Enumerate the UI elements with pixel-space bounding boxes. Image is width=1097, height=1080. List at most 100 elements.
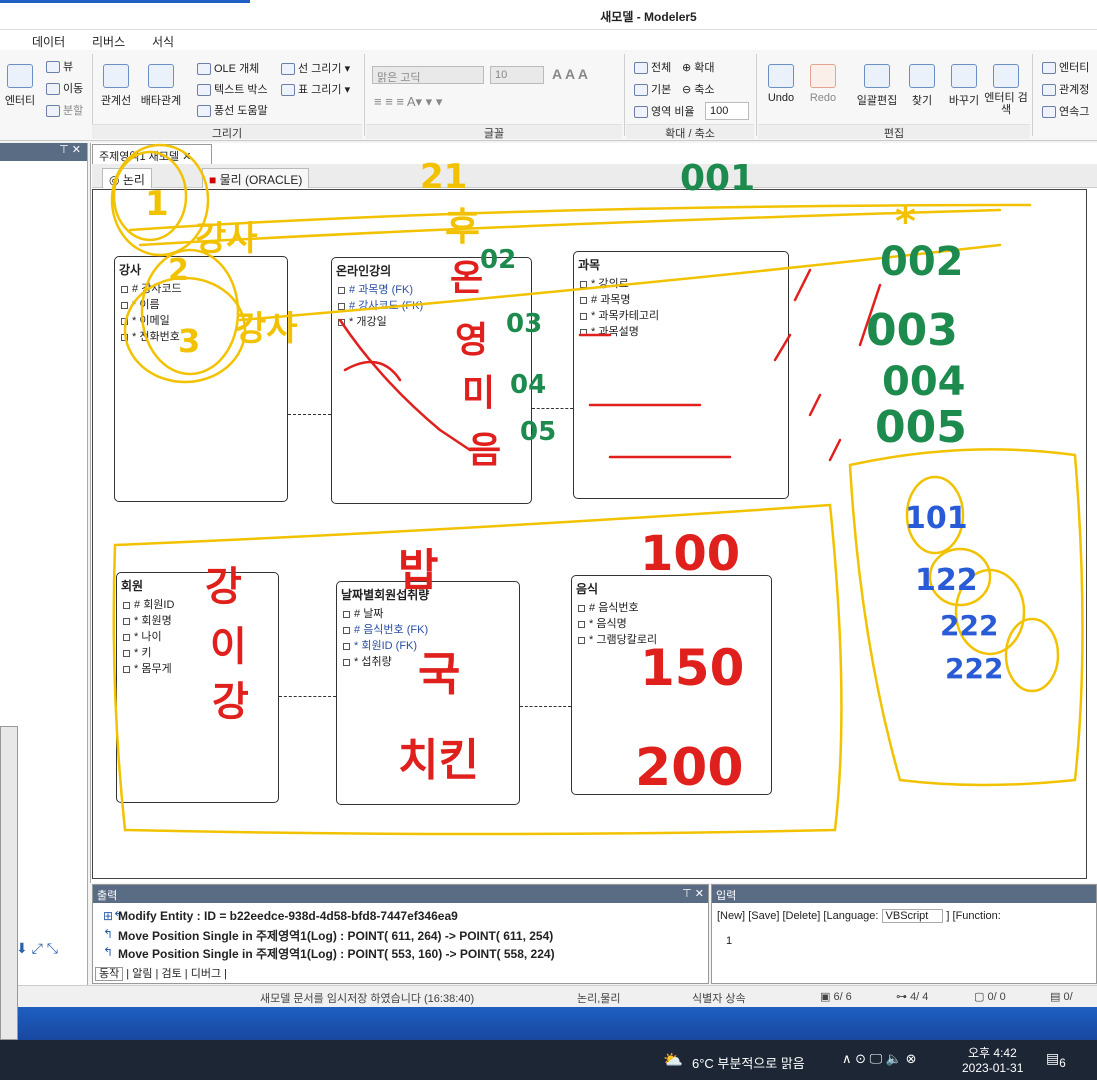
background-window[interactable] [0,726,18,1040]
output-tabs: 동작 | 알림 | 검토 | 디버그 | [95,965,227,981]
attribute[interactable]: # 음식번호 (FK) [343,622,428,638]
attribute[interactable]: * 이름 [121,297,182,313]
entity-daily-intake[interactable]: 날짜별회원섭취량 # 날짜 # 음식번호 (FK) * 회원ID (FK) * … [336,581,520,805]
attribute[interactable]: * 음식명 [578,616,657,632]
language-label: [Language: [823,910,879,922]
entity-search-button[interactable]: 엔터티 검색 [984,64,1028,116]
new-button[interactable]: [New] [717,910,746,922]
menu-data[interactable]: 데이터 [32,35,66,49]
zoom-all-button[interactable]: 전체 [634,59,671,75]
entity-member[interactable]: 회원 # 회원ID * 회원명 * 나이 * 키 * 몸무게 [116,572,279,803]
view-button[interactable]: 뷰 [46,58,73,74]
close-icon[interactable]: ✕ [71,144,81,156]
relationship-line[interactable] [520,706,571,707]
zoom-out-button[interactable]: ⊖ 축소 [682,84,715,96]
zoom-ratio-combo[interactable]: 100 [705,102,749,120]
attribute[interactable]: * 회원ID (FK) [343,638,428,654]
undo-button[interactable]: Undo [759,64,803,104]
zoom-ratio-label: 비율 [674,106,695,118]
attribute[interactable]: * 개강일 [338,314,423,330]
zoom-in-button[interactable]: ⊕ 확대 [682,62,715,74]
attribute[interactable]: * 과목설명 [580,324,659,340]
right-relation-button[interactable]: 관계정 [1042,81,1089,97]
attribute[interactable]: # 강사코드 [121,281,182,297]
balloon-icon [197,105,211,118]
tab-debug[interactable]: 디버그 [190,968,222,980]
attribute[interactable]: * 강의료 [580,276,659,292]
attribute[interactable]: * 섭취량 [343,654,428,670]
entity-subject[interactable]: 과목 * 강의료 # 과목명 * 과목카테고리 * 과목설명 [573,251,789,499]
document-tab[interactable]: 주제영역1 새모델 ✕ [92,144,212,164]
tab-alerts[interactable]: 알림 [132,968,153,980]
right-continuous-button[interactable]: 연속그 [1042,103,1089,119]
balloon-button[interactable]: 풍선 도움말 [197,102,268,118]
weather-icon[interactable]: ⛅ [663,1052,683,1069]
entity-button[interactable]: 엔터티 [0,64,42,108]
draw-line-button[interactable]: 선 그리기 ▾ [281,60,350,76]
attribute[interactable]: * 전화번호 [121,329,182,345]
entity-food[interactable]: 음식 # 음식번호 * 음식명 * 그램당칼로리 [571,575,772,795]
move-button[interactable]: 이동 [46,80,83,96]
language-select[interactable]: VBScript [881,909,944,923]
textbox-button[interactable]: 텍스트 박스 [197,81,268,97]
font-size-combo[interactable]: 10 [490,66,544,84]
relationship-line[interactable] [288,414,331,415]
find-button[interactable]: 찾기 [900,64,944,108]
right-entity-button[interactable]: 엔터티 [1042,59,1089,75]
log-line[interactable]: Modify Entity : ID = b22eedce-938d-4d58-… [118,909,458,923]
zoom-area-button[interactable]: 영역 비율 [634,103,695,119]
attribute[interactable]: * 그램당칼로리 [578,632,657,648]
entity-instructor[interactable]: 강사 # 강사코드 * 이름 * 이메일 * 전화번호 [114,256,288,502]
diagram-canvas[interactable]: 강사 # 강사코드 * 이름 * 이메일 * 전화번호 온라인강의 # 과목명 … [92,189,1087,879]
save-button[interactable]: [Save] [748,910,780,922]
font-name-combo[interactable]: 맑은 고딕 [372,66,484,84]
tab-actions[interactable]: 동작 [95,967,124,981]
attribute[interactable]: * 키 [123,645,174,661]
group-zoom: 확대 / 축소 [626,124,754,140]
log-line[interactable]: Move Position Single in 주제영역1(Log) : POI… [118,929,554,943]
tray-icons[interactable]: ∧ ⊙ 🖵 🔈 ⊗ [842,1051,917,1066]
menu-format[interactable]: 서식 [152,35,175,49]
attribute[interactable]: * 과목카테고리 [580,308,659,324]
replace-button[interactable]: 바꾸기 [942,64,986,108]
attribute[interactable]: # 음식번호 [578,600,657,616]
attribute[interactable]: # 과목명 (FK) [338,282,423,298]
entity-online-lecture[interactable]: 온라인강의 # 과목명 (FK) # 강사코드 (FK) * 개강일 [331,257,532,504]
attribute[interactable]: * 몸무게 [123,661,174,677]
split-button[interactable]: 분할 [46,102,83,118]
tab-review[interactable]: 검토 [161,968,182,980]
move-icon [46,83,60,96]
attribute[interactable]: # 강사코드 (FK) [338,298,423,314]
relation-button[interactable]: 관계선 [94,64,138,108]
attribute[interactable]: # 날짜 [343,606,428,622]
clock-date[interactable]: 2023-01-31 [962,1061,1024,1075]
weather-text[interactable]: 6°C 부분적으로 맑음 [692,1056,805,1071]
bulk-edit-button[interactable]: 일괄편집 [852,64,902,108]
font-style-buttons[interactable]: A A A [552,66,589,82]
menu-reverse[interactable]: 리버스 [92,35,126,49]
entity-name: 날짜별회원섭취량 [341,588,430,602]
zoom-default-button[interactable]: 기본 [634,81,671,97]
attribute[interactable]: * 나이 [123,629,174,645]
ole-button[interactable]: OLE 개체 [197,60,259,76]
left-panel-tools[interactable]: ⬇ ⤢ ⤡ [16,940,58,956]
attribute[interactable]: # 과목명 [580,292,659,308]
tab-physical[interactable]: ■ 물리 (ORACLE) [202,168,310,188]
close-tab-icon[interactable]: ✕ [182,151,192,163]
attribute[interactable]: * 회원명 [123,613,174,629]
delete-button[interactable]: [Delete] [782,910,821,922]
exclusive-relation-button[interactable]: 배타관계 [138,64,184,108]
align-buttons[interactable]: ≡ ≡ ≡ A▾ ▾ ▾ [374,94,443,109]
relationship-line[interactable] [279,696,336,697]
redo-button[interactable]: Redo [801,64,845,104]
draw-table-button[interactable]: 표 그리기 ▾ [281,81,350,97]
attribute[interactable]: # 회원ID [123,597,174,613]
relationship-line[interactable] [532,408,573,409]
pin-icon[interactable]: ⊤ [59,144,69,156]
clock-time[interactable]: 오후 4:42 [968,1046,1017,1060]
attribute[interactable]: * 이메일 [121,313,182,329]
log-line[interactable]: Move Position Single in 주제영역1(Log) : POI… [118,947,555,961]
tab-logical[interactable]: ◎ 논리 [102,168,152,188]
close-icon[interactable]: ⊤ ✕ [682,888,704,900]
notification-icon[interactable]: ▤6 [1046,1050,1066,1070]
